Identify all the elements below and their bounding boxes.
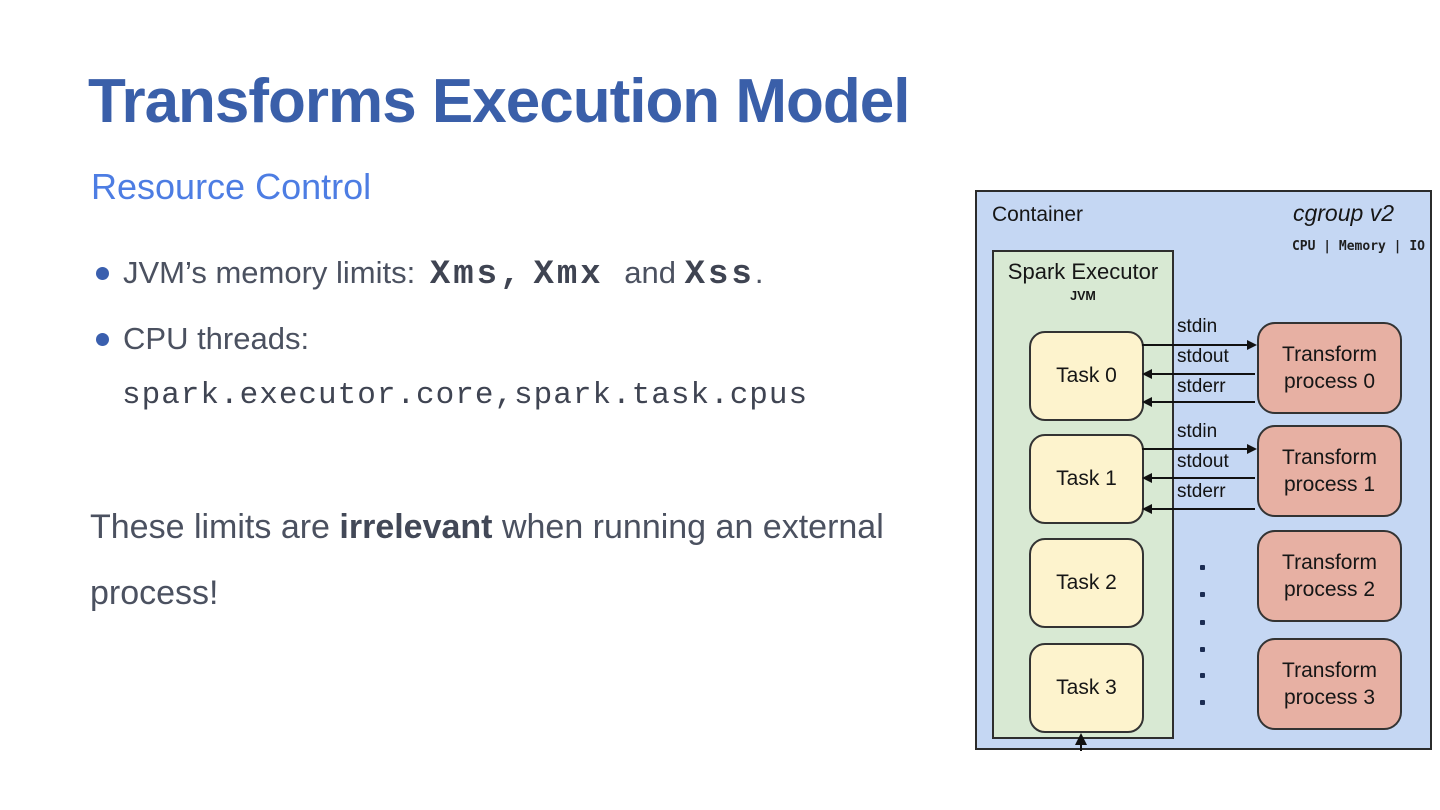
task-box-0: Task 0: [1029, 331, 1144, 421]
note-emphasis: irrelevant: [339, 508, 493, 546]
note-text: These limits are irrelevant when running…: [90, 508, 884, 612]
bullet-cpu-threads-text: CPU threads:: [123, 321, 310, 356]
ellipsis-dot: [1200, 565, 1205, 570]
stderr-label-1: stderr: [1177, 481, 1226, 502]
bullet-jvm-memory: JVM’s memory limits: Xms,Xmx and Xss.: [96, 252, 763, 296]
architecture-diagram: Container cgroup v2 CPU | Memory | IO Sp…: [975, 190, 1432, 751]
stream-arrows: [1075, 340, 1257, 751]
ellipsis-dot: [1200, 592, 1205, 597]
ellipsis-dot: [1200, 620, 1205, 625]
ellipsis-dot: [1200, 700, 1205, 705]
page-subtitle: Resource Control: [91, 166, 372, 207]
inline-code-xmx: Xmx: [533, 256, 604, 294]
spark-executor-box: Spark Executor JVM Task 0 Task 1 Task 2 …: [992, 250, 1174, 739]
bullet-cpu-threads: CPU threads:: [96, 318, 309, 360]
stdin-label-1: stdin: [1177, 421, 1218, 442]
bullet-icon: [96, 333, 109, 346]
transform-process-box-3: Transform process 3: [1257, 638, 1402, 730]
bullet-icon: [96, 267, 109, 280]
transform-process-box-1: Transform process 1: [1257, 425, 1402, 517]
spark-config-code: spark.executor.core,spark.task.cpus: [122, 378, 809, 413]
cgroup-resources-label: CPU | Memory | IO: [1291, 239, 1425, 254]
inline-code-xss: Xss: [684, 256, 755, 294]
spark-executor-label: Spark Executor: [1007, 259, 1159, 284]
stdout-label-1: stdout: [1177, 451, 1229, 472]
transform-process-box-0: Transform process 0: [1257, 322, 1402, 414]
inline-code-xms: Xms,: [429, 256, 524, 294]
stdin-label-0: stdin: [1177, 316, 1218, 337]
ellipsis-dot: [1200, 673, 1205, 678]
task-box-3: Task 3: [1029, 643, 1144, 733]
page-title: Transforms Execution Model: [88, 67, 911, 136]
task-box-1: Task 1: [1029, 434, 1144, 524]
ellipsis-dot: [1200, 647, 1205, 652]
stderr-label-0: stderr: [1177, 376, 1226, 397]
bullet-jvm-memory-text: JVM’s memory limits: Xms,Xmx and Xss.: [123, 255, 764, 294]
container-label: Container: [992, 203, 1084, 226]
transform-process-box-2: Transform process 2: [1257, 530, 1402, 622]
stdout-label-0: stdout: [1177, 346, 1229, 367]
jvm-label: JVM: [1070, 289, 1096, 303]
cgroup-v2-label: cgroup v2: [1292, 200, 1394, 226]
task-box-2: Task 2: [1029, 538, 1144, 628]
